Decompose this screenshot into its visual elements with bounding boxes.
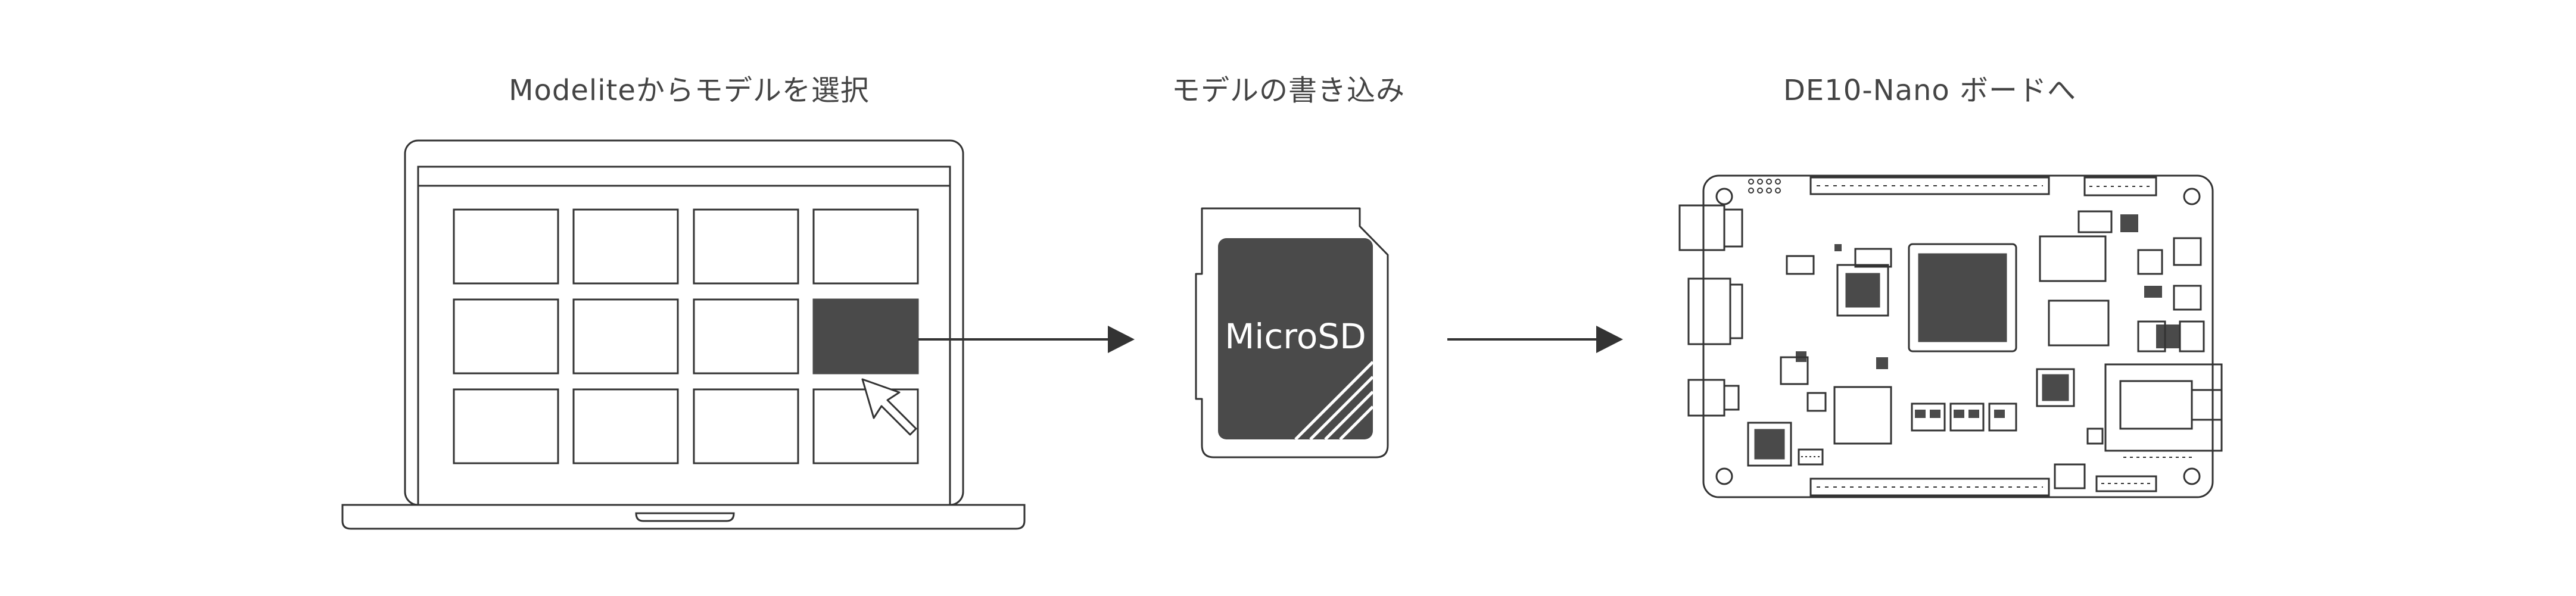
arrow-to-board-icon [1447,326,1623,353]
microsd-card-icon: MicroSD [1195,207,1389,458]
step-title-select-model: Modeliteからモデルを選択 [509,74,870,107]
model-tile[interactable] [572,208,679,285]
model-tile-selected[interactable] [812,298,919,375]
model-tile[interactable] [453,208,559,285]
model-tile[interactable] [693,208,799,285]
step-title-write-model: モデルの書き込み [1171,74,1406,107]
model-tile[interactable] [693,298,799,375]
model-tile[interactable] [572,388,679,464]
model-tile[interactable] [693,388,799,464]
model-tile[interactable] [812,208,919,285]
arrow-to-sd-icon [918,326,1135,353]
laptop-icon [341,139,1026,530]
de10-nano-board-icon [1678,174,2223,498]
cursor-arrow-icon [861,378,917,436]
model-tile-grid [453,208,919,464]
model-tile[interactable] [453,388,559,464]
step-title-to-board: DE10-Nano ボードへ [1783,74,2077,107]
microsd-label: MicroSD [1225,316,1366,357]
model-tile[interactable] [572,298,679,375]
model-tile[interactable] [453,298,559,375]
